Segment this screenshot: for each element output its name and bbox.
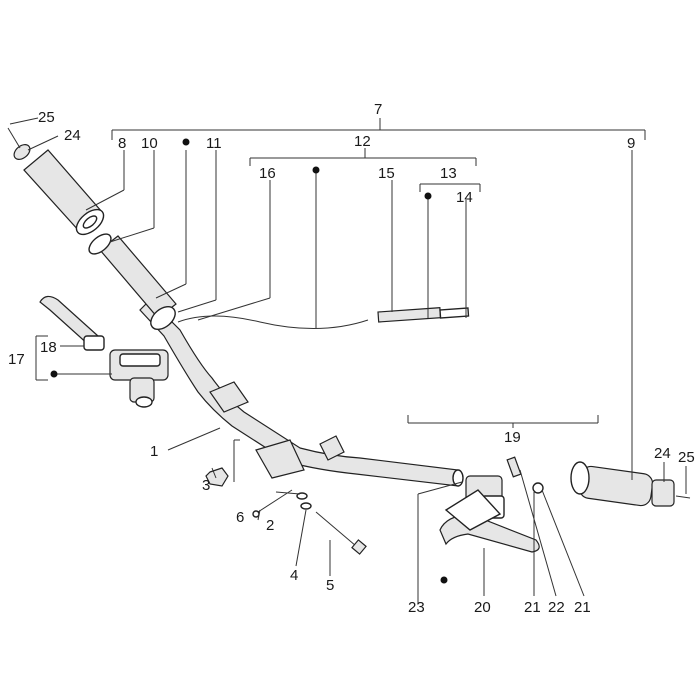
switch-housing (255, 439, 305, 479)
callout-25-right: 25 (678, 449, 695, 466)
callout-21-left: 21 (524, 599, 541, 616)
callout-7: 7 (374, 101, 382, 118)
callout-11: 11 (206, 135, 222, 152)
leader-lines (9, 117, 687, 604)
spring-22 (506, 456, 522, 478)
group-bracket-13 (419, 183, 481, 192)
callout-24-left: 24 (64, 127, 81, 144)
callout-25-left: 25 (38, 109, 55, 126)
callout-14: 14 (456, 189, 473, 206)
throttle-cable-adjuster (377, 307, 470, 323)
callout-8: 8 (118, 135, 126, 152)
callout-4: 4 (290, 567, 298, 584)
callout-18: 18 (40, 339, 57, 356)
callout-23: 23 (408, 599, 425, 616)
washer-2 (296, 492, 308, 500)
bolt-5 (315, 511, 367, 555)
right-bar-end-screw (675, 495, 691, 499)
callout-3: 3 (202, 477, 210, 494)
callout-24-right: 24 (654, 445, 671, 462)
callout-9: 9 (627, 135, 635, 152)
screw-6 (252, 489, 293, 518)
group-bracket-7 (111, 118, 646, 140)
throttle-tube-collar (150, 305, 176, 331)
callout-21-right: 21 (574, 599, 591, 616)
callout-16: 16 (259, 165, 276, 182)
left-washer-ring (88, 233, 112, 255)
callout-12: 12 (354, 133, 371, 150)
throttle-tube (99, 235, 177, 319)
callout-2: 2 (266, 517, 274, 534)
callout-1: 1 (150, 443, 158, 460)
callout-19: 19 (504, 429, 521, 446)
reference-dots (50, 138, 448, 584)
throttle-cable (177, 315, 369, 330)
callout-10: 10 (141, 135, 158, 152)
group-bracket-19 (407, 415, 599, 428)
right-lever-bracket (444, 489, 502, 531)
handlebar-clamp (209, 381, 249, 413)
callout-6: 6 (236, 509, 244, 526)
washer-4 (300, 502, 312, 510)
callout-17: 17 (8, 351, 25, 368)
left-grip (23, 149, 105, 236)
right-grip (570, 461, 654, 507)
left-lever-pivot (83, 335, 105, 351)
callout-5: 5 (326, 577, 334, 594)
nut-3 (205, 467, 229, 487)
callout-22: 22 (548, 599, 565, 616)
callout-15: 15 (378, 165, 395, 182)
callout-13: 13 (440, 165, 457, 182)
right-bar-end-weight (651, 479, 675, 507)
left-master-cylinder (109, 349, 169, 408)
pin-21 (532, 482, 544, 494)
group-bracket-12 (249, 148, 477, 166)
left-bar-end-screw (7, 127, 21, 149)
handlebar-tube (139, 299, 459, 487)
group-bracket-17 (35, 335, 48, 381)
cable-guide (319, 435, 345, 461)
left-bar-end-weight (13, 144, 31, 160)
callout-20: 20 (474, 599, 491, 616)
